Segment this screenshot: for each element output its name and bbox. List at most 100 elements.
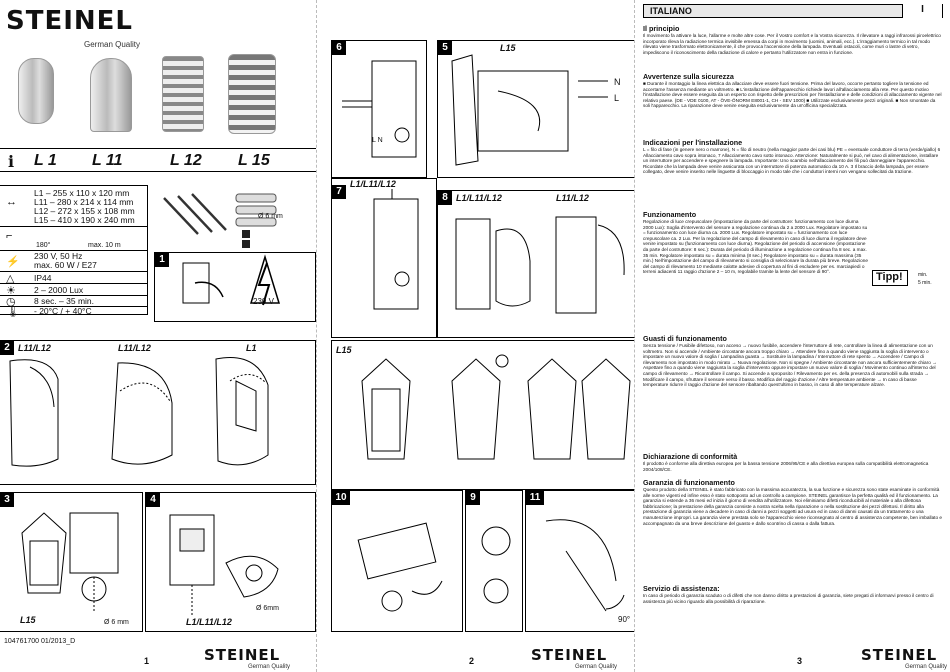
section-body: ■ Durante il montaggio la linea elettric… bbox=[643, 81, 942, 109]
language-title: ITALIANO bbox=[650, 6, 692, 16]
models-row: i L 1 L 11 L 12 L 15 bbox=[0, 148, 316, 172]
dimension-l1: L1 – 255 x 110 x 120 mm bbox=[34, 188, 130, 198]
dimension-l12: L12 – 272 x 155 x 108 mm bbox=[34, 206, 135, 216]
step-11-panel: 11 90° bbox=[525, 490, 635, 632]
product-image-l12 bbox=[162, 56, 204, 132]
model-label: L 1 bbox=[34, 152, 57, 169]
step-number: 3 bbox=[0, 493, 14, 507]
product-image-l1 bbox=[18, 58, 54, 124]
model-caption: L15 bbox=[500, 43, 516, 53]
dimension-icon: ↔ bbox=[6, 196, 17, 208]
model-caption: L11/L12 bbox=[18, 343, 51, 353]
step-4-panel: 4 Ø 6mm L1/L11/L12 bbox=[145, 492, 316, 632]
section-heading: Avvertenze sulla sicurezza bbox=[643, 72, 734, 81]
step-10-panel: 10 bbox=[331, 490, 463, 632]
tipp-value: 5 min. bbox=[918, 280, 932, 286]
section-body: Il prodotto è conforme alla direttiva eu… bbox=[643, 461, 929, 472]
page-3: ITALIANO I Il principio Il movimento fa … bbox=[634, 0, 950, 672]
dimension-l15: L15 – 410 x 190 x 240 mm bbox=[34, 215, 135, 225]
page-number: 2 bbox=[469, 656, 475, 666]
section-body: In caso di periodo di garanzia scaduto o… bbox=[643, 593, 934, 604]
page-number: 1 bbox=[144, 656, 150, 666]
power-voltage: 230 V, 50 Hz bbox=[34, 251, 83, 261]
model-label: L 11 bbox=[92, 152, 123, 169]
language-header: ITALIANO I bbox=[643, 4, 943, 18]
screw-size: Ø 6 mm bbox=[104, 619, 129, 626]
page-2: 6 L N 5 L15 N L 7 L1/L11/L12 8 L1/L11/L1… bbox=[316, 0, 635, 672]
screws-dowels-illustration bbox=[163, 193, 277, 248]
step-number: 7 bbox=[332, 185, 346, 199]
thermometer-icon: 🌡 bbox=[6, 306, 20, 318]
section-heading: Guasti di funzionamento bbox=[643, 334, 727, 343]
range-angle: 180° bbox=[36, 242, 51, 249]
tipp-min: min. bbox=[918, 272, 928, 278]
step-1-panel: 1 230 V bbox=[154, 252, 316, 322]
lux-icon: ☀ bbox=[6, 285, 16, 297]
power-icon: ⚡ bbox=[6, 256, 20, 268]
section-body: Questo prodotto della STEINEL è stato fa… bbox=[643, 487, 942, 526]
dimension-l11: L11 – 280 x 214 x 114 mm bbox=[34, 197, 134, 207]
screw-size: Ø 6mm bbox=[256, 605, 279, 612]
step-number: 4 bbox=[146, 493, 160, 507]
model-caption: L11/L12 bbox=[556, 193, 589, 203]
model-caption: L1/L11/L12 bbox=[350, 179, 396, 189]
step-2-panel: 2 L11/L12 L11/L12 L1 bbox=[0, 340, 316, 485]
lux-range: 2 – 2000 Lux bbox=[34, 285, 84, 295]
brand-logo: STEINEL bbox=[531, 646, 608, 664]
voltage-label: 230 V bbox=[253, 297, 274, 306]
ip-rating: IP44 bbox=[34, 273, 52, 283]
range-max: max. 10 m bbox=[88, 242, 121, 249]
section-heading: Dichiarazione di conformità bbox=[643, 452, 738, 461]
brand-logo: STEINEL bbox=[204, 646, 281, 664]
step-number: 5 bbox=[438, 41, 452, 55]
brand-tagline: German Quality bbox=[84, 40, 141, 49]
section-body: Regolazione di luce crepuscolare (impost… bbox=[643, 219, 868, 275]
tipp-box: Tipp! bbox=[872, 270, 908, 286]
step-5-panel: 5 L15 N L bbox=[437, 40, 635, 178]
range-icon: ⌐ bbox=[6, 230, 13, 242]
model-caption: L11/L12 bbox=[118, 343, 151, 353]
angle-label: 90° bbox=[618, 615, 631, 624]
screw-size: Ø 6 mm bbox=[258, 213, 283, 220]
model-label: L 15 bbox=[238, 152, 270, 169]
model-label: L 12 bbox=[170, 152, 202, 169]
section-body: Il movimento fa attivare la luce, l'alla… bbox=[643, 33, 941, 55]
row-3-panel: L15 bbox=[331, 340, 635, 490]
section-body: Senza tensione / Fusibile difettoso, non… bbox=[643, 343, 937, 388]
page-number: 3 bbox=[797, 656, 803, 666]
step-number: 9 bbox=[466, 491, 480, 505]
step-8-panel: 8 L1/L11/L12 L11/L12 bbox=[437, 190, 635, 338]
document-code: 104761700 01/2013_D bbox=[4, 638, 76, 645]
temperature-range: - 20°C / + 40°C bbox=[34, 306, 92, 316]
model-caption: L1/L11/L12 bbox=[456, 193, 502, 203]
brand-tagline: German Quality bbox=[575, 664, 618, 670]
page-1: STEINEL German Quality i L 1 L 11 L 12 L… bbox=[0, 0, 316, 672]
power-max: max. 60 W / E27 bbox=[34, 260, 97, 270]
step-number: 2 bbox=[0, 341, 14, 355]
step-3-panel: 3 L15 Ø 6 mm bbox=[0, 492, 143, 632]
product-image-l11 bbox=[90, 58, 132, 132]
timer-icon: ◷ bbox=[6, 296, 16, 308]
language-code: I bbox=[902, 4, 942, 18]
section-heading: Garanzia di funzionamento bbox=[643, 478, 735, 487]
step-number: 8 bbox=[438, 191, 452, 205]
model-caption: L15 bbox=[20, 615, 36, 625]
model-caption: L1/L11/L12 bbox=[186, 617, 232, 627]
section-heading: Servizio di assistenza: bbox=[643, 584, 720, 593]
section-body: L = filo di fase (in genere nero o marro… bbox=[643, 147, 941, 175]
brand-tagline: German Quality bbox=[905, 664, 948, 670]
brand-tagline: German Quality bbox=[248, 664, 291, 670]
section-heading: Il principio bbox=[643, 24, 680, 33]
time-range: 8 sec. – 35 min. bbox=[34, 296, 95, 306]
step-9-panel: 9 bbox=[465, 490, 523, 632]
section-heading: Indicazioni per l'installazione bbox=[643, 138, 743, 147]
step-number: 11 bbox=[526, 491, 544, 505]
step-6-panel: 6 L N bbox=[331, 40, 427, 178]
ip-icon: △ bbox=[6, 273, 15, 285]
terminal-label: L N bbox=[372, 137, 383, 144]
wire-label-l: L bbox=[614, 93, 620, 103]
section-heading: Funzionamento bbox=[643, 210, 697, 219]
spec-table: ↔ L1 – 255 x 110 x 120 mm L11 – 280 x 21… bbox=[0, 185, 148, 318]
step-number: 1 bbox=[155, 253, 169, 267]
product-image-l15 bbox=[228, 54, 276, 134]
